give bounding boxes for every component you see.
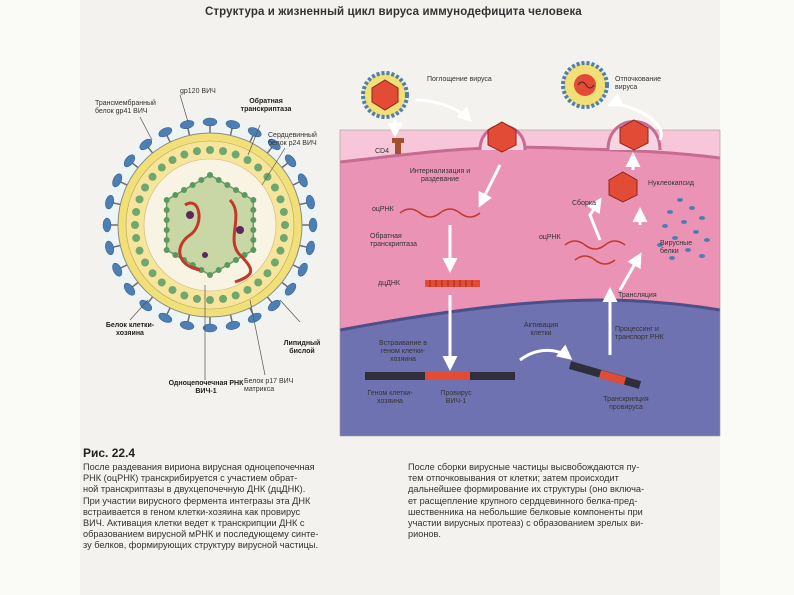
nuclear-membrane (339, 298, 721, 332)
label-gp120: gp120 ВИЧ (180, 88, 216, 95)
label-rna: Одноцепочечная РНК ВИЧ-1 (168, 380, 244, 395)
gp120-spike (179, 120, 195, 130)
ssrna-wave (399, 208, 481, 218)
gp120-spikes (102, 117, 318, 333)
gp120-spike (123, 154, 136, 168)
cd4-receptor (395, 140, 401, 154)
gp120-spike (139, 299, 153, 312)
label-nucleocapsid: Нуклеокапсид (648, 180, 694, 187)
label-transcription: Транскрипция провируса (603, 396, 649, 411)
gp120-spike (158, 127, 173, 138)
caption-left: После раздевания вириона вирусная одноце… (83, 462, 319, 551)
gp120-spike (105, 194, 115, 210)
gp120-spike (297, 262, 308, 277)
gp120-spike (202, 323, 218, 333)
figure-label: Рис. 22.4 (83, 446, 136, 460)
label-matrix-protein: Белок p17 ВИЧ матрикса (244, 378, 294, 393)
label-dsdna: дцДНК (378, 280, 400, 287)
label-reverse-transcriptase: Обратная транскриптаза (240, 98, 292, 113)
label-gp41: Трансмембранный белок gp41 ВИЧ (95, 100, 156, 115)
label-ssrna-right: оцРНК (539, 234, 561, 241)
rna-strand-1 (178, 201, 201, 272)
nucleocapsid-shape (608, 171, 638, 203)
gp120-spike (284, 154, 297, 168)
virion-diagram (102, 94, 318, 380)
gp120-spike (139, 138, 153, 151)
label-rev-transcriptase: Обратная транскриптаза (370, 233, 418, 248)
rna-strand-2 (228, 198, 253, 284)
page-title: Структура и жизненный цикл вируса иммуно… (205, 6, 582, 18)
label-absorption: Поглощение вируса (427, 76, 492, 83)
label-translation: Трансляция (618, 292, 657, 299)
label-host-dna: Геном клетки-хозяина (367, 390, 413, 405)
gp120-spike (225, 320, 241, 330)
label-processing: Процессинг и транспорт РНК (615, 326, 664, 341)
gp120-spike (123, 282, 136, 296)
gp120-spike (158, 312, 173, 323)
gp120-spike (305, 194, 315, 210)
reverse-transcriptase-dot (186, 211, 194, 219)
reverse-transcriptase-dot-2 (236, 226, 244, 234)
label-viral-proteins: Вирусные белки (660, 240, 693, 255)
label-budding: Отпочкование вируса (615, 76, 662, 91)
gp120-spike (179, 320, 195, 330)
gp120-spike (305, 240, 315, 256)
gp120-spike (102, 217, 112, 233)
dsdna-bar (425, 280, 480, 287)
label-integration: Интернализация и раздевание (409, 168, 471, 183)
gp120-spike (297, 173, 308, 188)
gp120-spike (267, 299, 281, 312)
gp120-spike (267, 138, 281, 151)
nucleus (340, 300, 720, 436)
caption-right: После сборки вирусные частицы высвобожда… (408, 462, 645, 540)
label-insertion: Встраивание в геном клетки-хозяина (379, 340, 427, 363)
gp120-spike (112, 262, 123, 277)
gp120-spike (105, 240, 115, 256)
ssrna-wave-right (564, 240, 626, 250)
label-core-protein: Сердцевинный белок p24 ВИЧ (268, 132, 317, 147)
gp120-spike (112, 173, 123, 188)
label-provirus: Провирус ВИЧ-1 (440, 390, 472, 405)
label-assembly: Сборка (572, 200, 596, 207)
label-cd4: CD4 (375, 148, 390, 155)
cell-diagram (339, 61, 721, 437)
label-host-protein: Белок клетки-хозяина (105, 322, 155, 337)
gp120-spike (202, 117, 218, 127)
capsid-dots (163, 172, 257, 278)
provirus-segment (425, 372, 470, 380)
gp120-spike (284, 282, 297, 296)
pathway-arrows (387, 92, 663, 371)
label-ssrna: оцРНК (372, 206, 394, 213)
viral-protein-dots (657, 198, 710, 260)
gp120-spike (225, 120, 241, 130)
label-lipid-bilayer: Липидный бислой (283, 340, 321, 355)
label-activation: Активация клетки (523, 322, 559, 337)
gp120-spike (308, 217, 318, 233)
